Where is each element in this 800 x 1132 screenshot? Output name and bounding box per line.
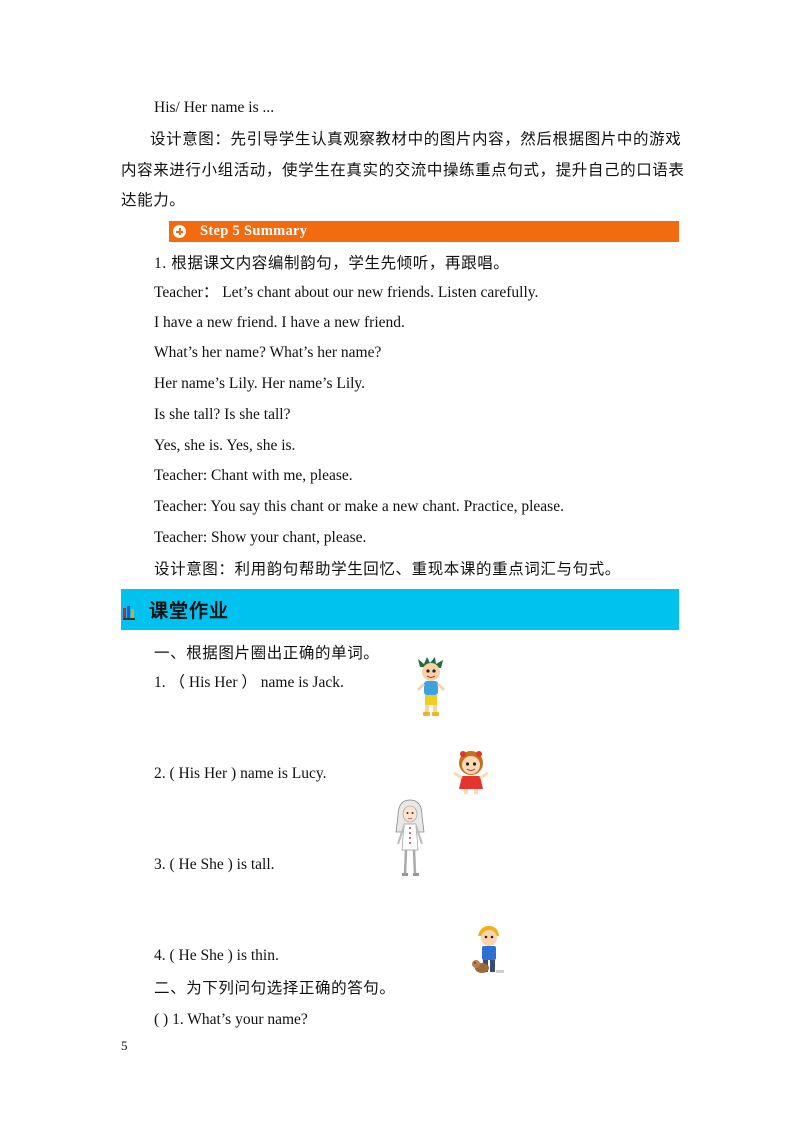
homework-title: 课堂作业 — [149, 600, 230, 622]
exercise-item-4: 4. ( He She ) is thin. — [154, 947, 279, 964]
books-icon — [123, 605, 137, 620]
tall-girl-illustration — [395, 799, 425, 876]
page-number: 5 — [121, 1038, 128, 1053]
chant-line: Yes, she is. Yes, she is. — [154, 437, 296, 454]
design-intent-line-3: 达能力。 — [121, 192, 186, 209]
chant-line: Teacher： Let’s chant about our new frien… — [154, 284, 539, 301]
exercise-item-2: 2. ( His Her ) name is Lucy. — [154, 765, 327, 782]
thin-boy-with-dog-illustration — [472, 926, 504, 973]
chant-line: I have a new friend. I have a new friend… — [154, 314, 405, 331]
question-1: ( ) 1. What’s your name? — [154, 1011, 308, 1028]
plus-circle-icon — [173, 225, 186, 238]
design-intent-line-1: 设计意图：先引导学生认真观察教材中的图片内容，然后根据图片中的游戏 — [150, 131, 682, 148]
step5-design-intent: 设计意图：利用韵句帮助学生回忆、重现本课的重点词汇与句式。 — [154, 561, 621, 578]
part1-heading: 一、根据图片圈出正确的单词。 — [154, 645, 380, 662]
exercise-item-1: 1. （ His Her ） name is Jack. — [154, 674, 344, 691]
chant-line: What’s her name? What’s her name? — [154, 344, 382, 361]
design-intent-line-2: 内容来进行小组活动，使学生在真实的交流中操练重点句式，提升自己的口语表 — [121, 162, 685, 179]
chant-line: Her name’s Lily. Her name’s Lily. — [154, 375, 366, 392]
chant-line: Teacher: You say this chant or make a ne… — [154, 498, 564, 515]
chant-line: Teacher: Chant with me, please. — [154, 467, 353, 484]
part2-heading: 二、为下列问句选择正确的答句。 — [154, 980, 396, 997]
chant-line: Teacher: Show your chant, please. — [154, 529, 367, 546]
step5-instruction: 1. 根据课文内容编制韵句，学生先倾听，再跟唱。 — [154, 255, 510, 272]
step5-title: Step 5 Summary — [200, 223, 308, 239]
girl-lucy-illustration — [453, 751, 489, 794]
step5-header-bar: Step 5 Summary — [169, 221, 679, 242]
boy-jack-illustration — [416, 657, 446, 716]
chant-line: Is she tall? Is she tall? — [154, 406, 291, 423]
exercise-item-3: 3. ( He She ) is tall. — [154, 856, 275, 873]
homework-header-bar: 课堂作业 — [121, 589, 679, 630]
sentence-pattern: His/ Her name is ... — [154, 99, 275, 116]
